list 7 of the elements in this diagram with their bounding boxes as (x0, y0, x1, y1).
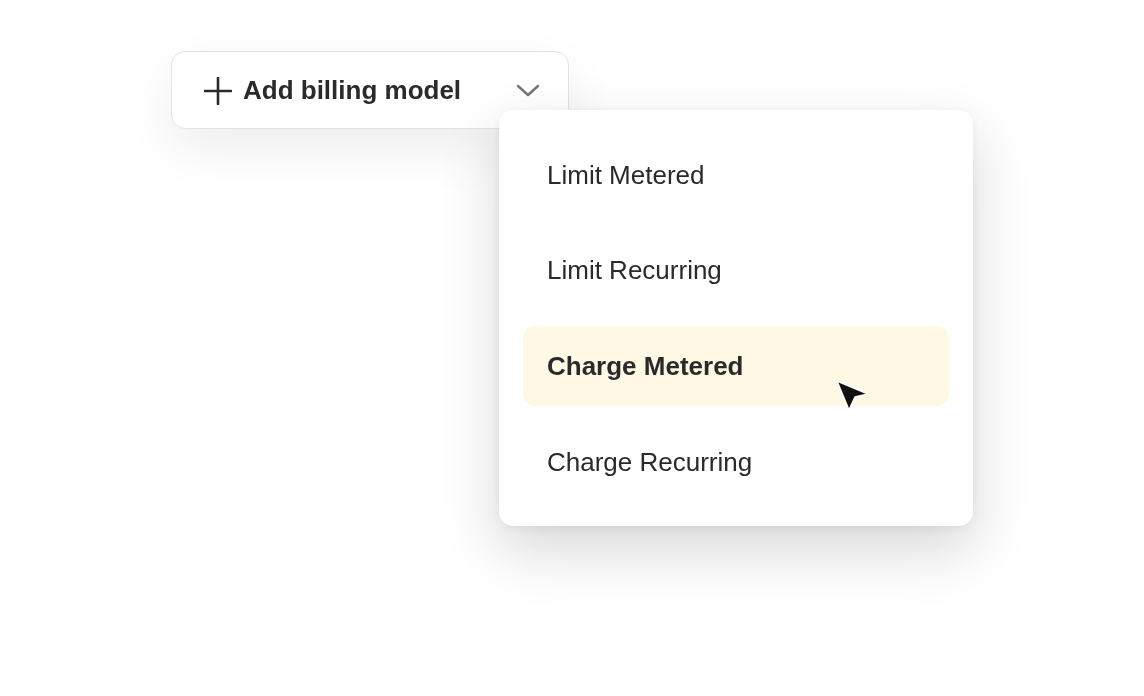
menu-item: Limit Recurring (523, 230, 949, 310)
dropdown-menu (499, 110, 973, 526)
dropdown-button (171, 51, 569, 129)
menu-item: Limit Metered (523, 135, 949, 215)
highlighted-menu-item: Charge Metered (523, 326, 949, 406)
menu-item: Charge Recurring (523, 422, 949, 502)
button-label: Add billing model (243, 75, 462, 105)
